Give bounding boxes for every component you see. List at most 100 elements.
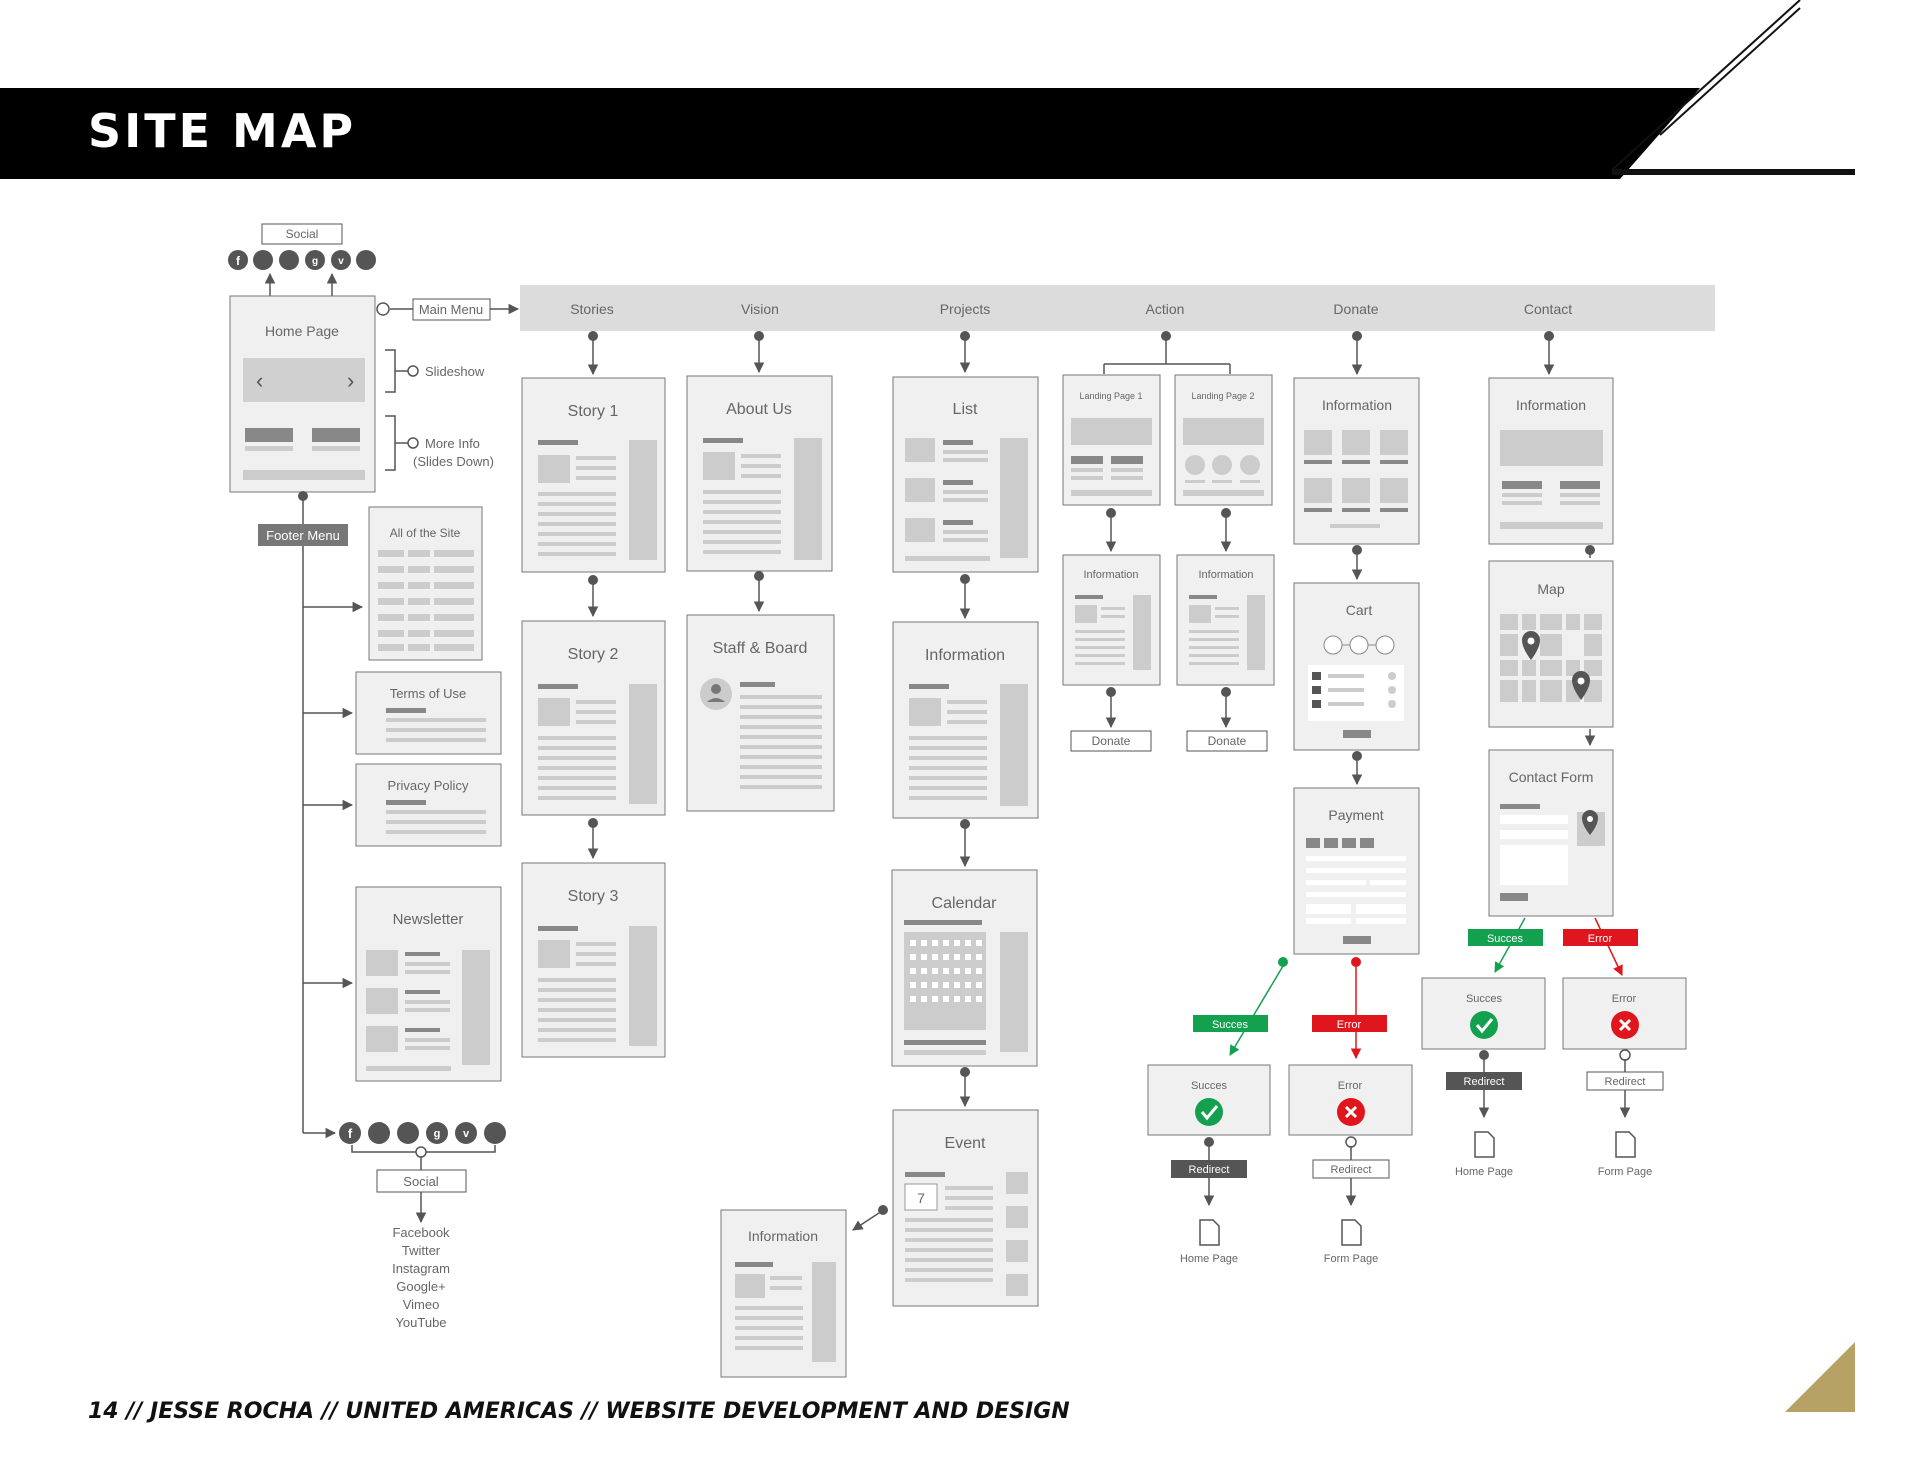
map-grid bbox=[1500, 614, 1602, 702]
google-plus-icon[interactable] bbox=[426, 1122, 448, 1144]
donate-form-page-label: Form Page bbox=[1324, 1253, 1378, 1265]
story-3-title: Story 3 bbox=[568, 888, 619, 905]
home-page-title: Home Page bbox=[265, 323, 339, 339]
nav-donate[interactable]: Donate bbox=[1333, 301, 1378, 317]
event-information-title: Information bbox=[748, 1228, 818, 1244]
action-column bbox=[1062, 331, 1275, 752]
document-icon bbox=[1341, 1219, 1362, 1246]
donate-information-title: Information bbox=[1322, 397, 1392, 413]
all-site-table bbox=[378, 550, 474, 651]
chevron-left-icon[interactable]: ‹ bbox=[256, 368, 263, 393]
contact-column bbox=[1421, 331, 1687, 1158]
header-diagonal-line bbox=[1611, 0, 1801, 171]
contact-success-tag bbox=[1468, 929, 1543, 946]
main-menu-label: Main Menu bbox=[419, 302, 483, 317]
donate-redirect-success-label: Redirect bbox=[1189, 1164, 1230, 1176]
donate-redirect-error-label: Redirect bbox=[1331, 1164, 1372, 1176]
contact-error-tag-label: Error bbox=[1588, 933, 1613, 945]
contact-home-page-label: Home Page bbox=[1455, 1166, 1513, 1178]
contact-error-tag bbox=[1563, 929, 1638, 946]
map-pin-icon bbox=[1582, 810, 1598, 835]
social-network: Facebook bbox=[392, 1225, 450, 1240]
footer-menu-box[interactable] bbox=[258, 524, 348, 546]
google-plus-icon[interactable] bbox=[305, 250, 325, 270]
newsletter-items bbox=[366, 950, 490, 1071]
action-information-1-title: Information bbox=[1083, 569, 1138, 581]
event-title: Event bbox=[945, 1135, 986, 1152]
payment-title: Payment bbox=[1328, 807, 1383, 823]
image-icon bbox=[1189, 605, 1211, 623]
image-icon bbox=[905, 478, 935, 502]
youtube-icon[interactable] bbox=[484, 1122, 506, 1144]
contact-redirect-success[interactable] bbox=[1446, 1072, 1522, 1090]
image-icon bbox=[366, 988, 398, 1014]
chevron-right-icon[interactable]: › bbox=[347, 368, 354, 393]
donate-redirect-success[interactable] bbox=[1171, 1160, 1247, 1178]
contact-success-title: Succes bbox=[1466, 993, 1503, 1005]
check-icon bbox=[1195, 1098, 1223, 1126]
image-icon bbox=[538, 455, 570, 483]
about-us-title: About Us bbox=[726, 401, 792, 418]
cart-title: Cart bbox=[1346, 602, 1373, 618]
document-icon bbox=[1199, 1219, 1220, 1246]
donate-error-tag-label: Error bbox=[1337, 1019, 1362, 1031]
gold-corner-triangle bbox=[1785, 1342, 1855, 1412]
nav-stories[interactable]: Stories bbox=[570, 301, 614, 317]
contact-redirect-success-label: Redirect bbox=[1464, 1076, 1505, 1088]
vision-column bbox=[686, 331, 835, 812]
donate-home-page-label: Home Page bbox=[1180, 1253, 1238, 1265]
main-nav-bar bbox=[520, 285, 1715, 331]
donate-button-2[interactable] bbox=[1186, 730, 1268, 752]
footer-menu-label: Footer Menu bbox=[266, 528, 340, 543]
donate-button-2-label: Donate bbox=[1208, 734, 1247, 748]
contact-form-title: Contact Form bbox=[1509, 769, 1594, 785]
contact-error-title: Error bbox=[1612, 993, 1637, 1005]
donate-success-tag bbox=[1193, 1015, 1268, 1032]
social-network: YouTube bbox=[395, 1315, 446, 1330]
donate-error-title: Error bbox=[1338, 1080, 1363, 1092]
calendar-title: Calendar bbox=[932, 895, 998, 912]
contact-form-page-label: Form Page bbox=[1598, 1166, 1652, 1178]
event-day: 7 bbox=[917, 1190, 925, 1206]
footer-strip bbox=[243, 470, 365, 480]
google-plus-glyph: g bbox=[434, 1128, 441, 1140]
facebook-icon[interactable] bbox=[339, 1122, 361, 1144]
instagram-icon[interactable] bbox=[397, 1122, 419, 1144]
vimeo-glyph: v bbox=[338, 256, 344, 267]
calendar-day-icon bbox=[904, 1183, 938, 1211]
staff-board-title: Staff & Board bbox=[713, 640, 808, 657]
action-information-2-title: Information bbox=[1198, 569, 1253, 581]
nav-action[interactable]: Action bbox=[1146, 301, 1185, 317]
instagram-icon[interactable] bbox=[279, 250, 299, 270]
landing-page-2-title: Landing Page 2 bbox=[1191, 391, 1254, 401]
connector-node bbox=[407, 437, 419, 449]
document-icon bbox=[1615, 1131, 1636, 1158]
nav-projects[interactable]: Projects bbox=[940, 301, 991, 317]
twitter-icon[interactable] bbox=[253, 250, 273, 270]
contact-redirect-error-label: Redirect bbox=[1605, 1076, 1646, 1088]
facebook-icon[interactable] bbox=[228, 250, 248, 270]
facebook-glyph: f bbox=[236, 254, 241, 268]
map-pin-icon bbox=[1522, 631, 1540, 660]
tile-text bbox=[312, 446, 360, 451]
twitter-icon[interactable] bbox=[368, 1122, 390, 1144]
connector-node bbox=[298, 491, 308, 501]
connector-node bbox=[407, 365, 419, 377]
terms-title: Terms of Use bbox=[390, 686, 467, 701]
vimeo-glyph: v bbox=[463, 1128, 470, 1140]
social-bottom-icons: f g v bbox=[339, 1122, 506, 1144]
list-title: List bbox=[953, 401, 978, 418]
header-notch bbox=[1620, 88, 1700, 179]
header-diagonal-line bbox=[1659, 7, 1801, 136]
vimeo-icon[interactable] bbox=[455, 1122, 477, 1144]
donate-success-tag-label: Succes bbox=[1212, 1019, 1249, 1031]
nav-vision[interactable]: Vision bbox=[741, 301, 779, 317]
vimeo-icon[interactable] bbox=[331, 250, 351, 270]
nav-contact[interactable]: Contact bbox=[1524, 301, 1572, 317]
landing-page-1-title: Landing Page 1 bbox=[1079, 391, 1142, 401]
check-icon bbox=[1470, 1011, 1498, 1039]
header-bar bbox=[0, 88, 1700, 179]
youtube-icon[interactable] bbox=[356, 250, 376, 270]
donate-button-1[interactable] bbox=[1070, 730, 1152, 752]
